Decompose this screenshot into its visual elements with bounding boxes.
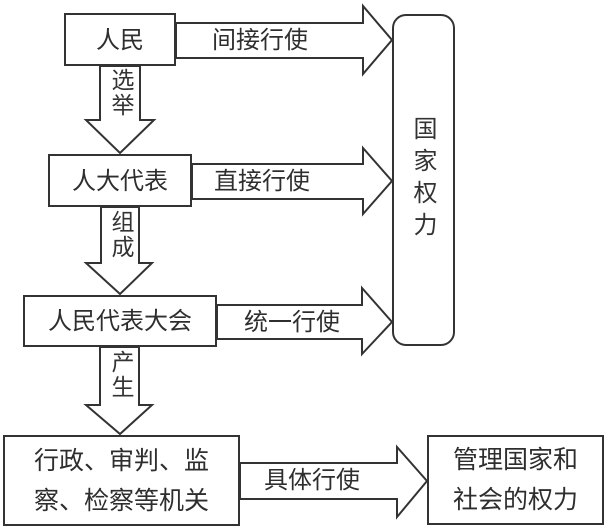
label-produce-text: 产生 [107,350,133,400]
label-indirect: 间接行使 [212,26,308,54]
arrow-direct [191,145,394,217]
node-congress-label: 人民代表大会 [48,307,192,335]
node-deputies: 人大代表 [48,154,192,207]
node-people-label: 人民 [96,25,144,54]
arrow-compose [83,206,155,296]
arrow-produce [83,346,155,436]
node-deputies-label: 人大代表 [72,166,168,195]
label-compose: 组成 [102,210,138,268]
label-unified: 统一行使 [244,308,340,336]
node-people: 人民 [64,13,176,66]
arrow-specific [239,444,429,520]
label-elect: 选举 [102,68,138,126]
arrow-elect [83,65,157,155]
label-elect-text: 选举 [107,68,133,118]
node-congress: 人民代表大会 [23,295,217,347]
label-produce: 产生 [102,350,138,408]
arrow-unified [216,285,394,357]
node-manage-line1: 管理国家和 [452,445,578,474]
label-specific: 具体行使 [264,466,360,494]
node-organs-line2: 察、检察等机关 [33,485,209,515]
node-state-power: 国家权力 [392,14,455,346]
label-compose-text: 组成 [107,210,133,260]
node-state-power-label: 国家权力 [409,116,437,244]
node-organs: 行政、审判、监 察、检察等机关 [3,435,240,526]
node-manage-line2: 社会的权力 [452,485,578,514]
node-organs-line1: 行政、审判、监 [33,445,209,475]
node-manage-power: 管理国家和 社会的权力 [427,435,604,525]
arrow-indirect [175,3,394,77]
label-direct: 直接行使 [214,167,310,195]
